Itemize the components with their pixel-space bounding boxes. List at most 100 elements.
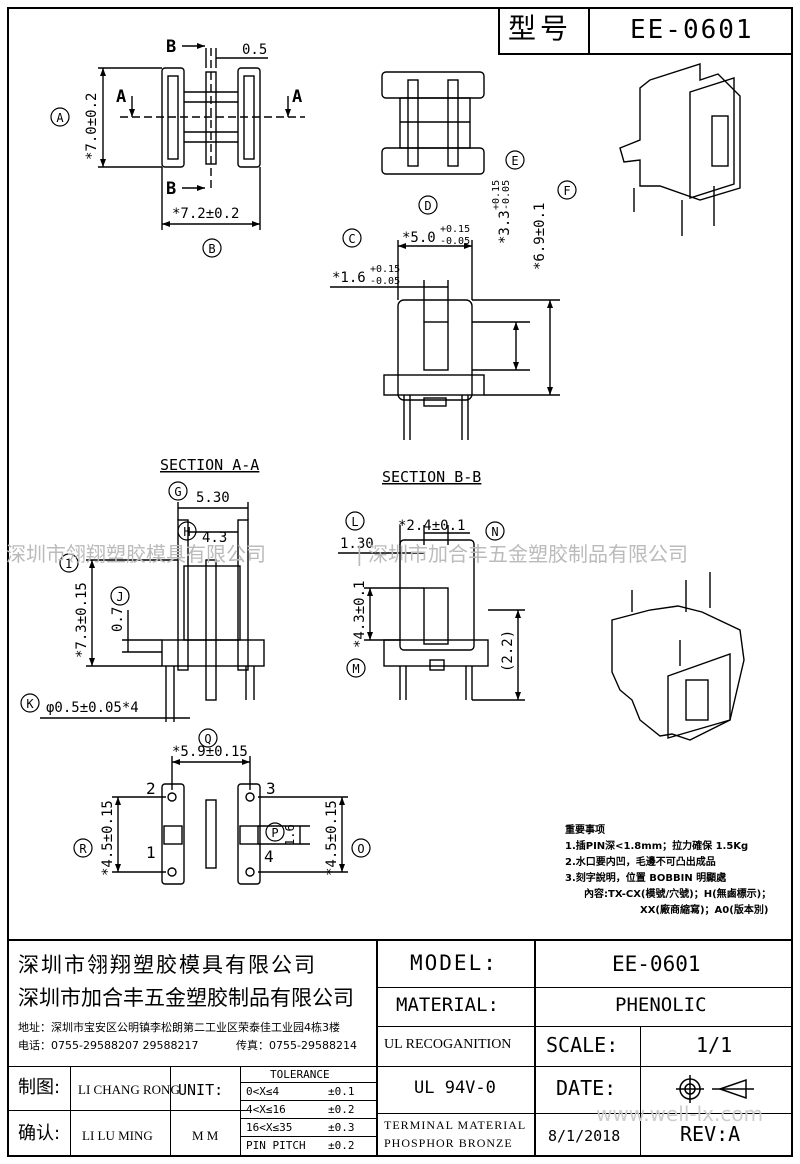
tb-scale-value: 1/1 bbox=[696, 1033, 733, 1057]
tb-rev-label: REV:A bbox=[680, 1122, 741, 1146]
dim-g: 5.30 bbox=[196, 490, 230, 506]
callout-h: H bbox=[183, 525, 190, 539]
section-aa-title: SECTION A-A bbox=[160, 456, 259, 474]
notes-line1: 1.插PIN深<1.8mm；拉力確保 1.5Kg bbox=[565, 841, 749, 852]
projection-symbol-icon bbox=[676, 1075, 754, 1103]
callout-e: E bbox=[511, 154, 518, 168]
dim-f: *6.9±0.1 bbox=[532, 203, 548, 270]
dim-d-tol-up: +0.15 bbox=[440, 224, 470, 235]
pin-2: 2 bbox=[146, 779, 156, 798]
watermark-left: 深圳市翎翔塑胶模具有限公司 bbox=[6, 542, 266, 566]
tb-drawn-by: LI CHANG RONG bbox=[78, 1082, 180, 1097]
tb-left-divider bbox=[376, 939, 378, 1157]
callout-o: O bbox=[357, 842, 364, 856]
iso-view-top bbox=[619, 63, 741, 201]
header-model: EE-0601 bbox=[630, 15, 754, 45]
callout-g: G bbox=[174, 485, 181, 499]
tb-tol-range-2: 16<X≤35 bbox=[246, 1121, 293, 1134]
dim-e-tol-up: +0.15 bbox=[491, 180, 502, 210]
tb-unit-value: M M bbox=[192, 1128, 219, 1143]
tb-ul-label: UL RECOGANITION bbox=[384, 1037, 512, 1052]
pin-1: 1 bbox=[146, 843, 156, 862]
callout-m: M bbox=[352, 662, 359, 676]
dim-k: φ0.5±0.05*4 bbox=[46, 700, 139, 716]
front-view-body bbox=[397, 299, 473, 401]
notes-line3: 3.刻字說明，位置 BOBBIN 明顯處 bbox=[565, 873, 727, 884]
callout-k: K bbox=[26, 697, 34, 711]
tb-phone: 电话：0755-29588207 29588217 bbox=[18, 1039, 199, 1052]
label-a-right: A bbox=[292, 87, 302, 107]
dim-q: *5.9±0.15 bbox=[172, 744, 248, 760]
callout-c: C bbox=[348, 232, 355, 246]
dim-i: *7.3±0.15 bbox=[74, 582, 90, 658]
tb-tol-range-3: PIN PITCH bbox=[246, 1139, 306, 1152]
tb-terminal-label2: PHOSPHOR BRONZE bbox=[384, 1136, 513, 1150]
tb-model-value: EE-0601 bbox=[612, 952, 701, 976]
tb-checked-by: LI LU MING bbox=[82, 1128, 153, 1143]
dim-c-tol-dn: -0.05 bbox=[370, 276, 400, 287]
technical-drawing: A B C D E F G H I J K L M N P Q R O B B … bbox=[20, 37, 745, 885]
dim-r: *4.5±0.15 bbox=[100, 800, 116, 876]
tb-right-divider bbox=[534, 939, 536, 1157]
tb-tol-val-3: ±0.2 bbox=[328, 1139, 355, 1152]
label-a-left: A bbox=[116, 87, 126, 107]
callout-b: B bbox=[208, 242, 215, 256]
outer-frame bbox=[7, 7, 793, 1157]
dim-o: *4.5±0.15 bbox=[324, 800, 340, 876]
tb-date-label: DATE: bbox=[556, 1076, 617, 1100]
tb-drawn-label: 制图: bbox=[18, 1077, 61, 1098]
pin-4: 4 bbox=[264, 847, 274, 866]
tb-material-label: MATERIAL: bbox=[396, 994, 499, 1016]
label-b-bottom: B bbox=[166, 179, 176, 199]
callout-r: R bbox=[79, 842, 87, 856]
callout-q: Q bbox=[204, 732, 211, 746]
dim-m: *4.3±0.1 bbox=[352, 581, 368, 648]
header-block bbox=[498, 7, 793, 55]
dim-n: *2.4±0.1 bbox=[398, 518, 465, 534]
tb-date-value: 8/1/2018 bbox=[548, 1127, 621, 1145]
tb-scale-label: SCALE: bbox=[546, 1033, 619, 1057]
tb-ul-value: UL 94V-0 bbox=[414, 1078, 496, 1098]
tb-tol-range-0: 0<X≤4 bbox=[246, 1085, 280, 1098]
callout-a: A bbox=[56, 111, 64, 125]
watermark-site: www.well-lx.com bbox=[596, 1102, 764, 1126]
tb-material-value: PHENOLIC bbox=[615, 994, 707, 1016]
dim-e-main: *3.3 bbox=[497, 210, 513, 244]
callout-l: L bbox=[351, 515, 358, 529]
callout-p: P bbox=[271, 826, 278, 840]
header-divider bbox=[588, 7, 590, 55]
dim-width: *7.2±0.2 bbox=[172, 206, 239, 222]
tb-checked-label: 确认: bbox=[18, 1123, 61, 1144]
callout-j: J bbox=[116, 590, 123, 604]
label-b-top: B bbox=[166, 37, 176, 57]
dim-h: 4.3 bbox=[202, 530, 227, 546]
tb-tol-val-1: ±0.2 bbox=[328, 1103, 355, 1116]
callout-f: F bbox=[563, 184, 570, 198]
tb-model-label: MODEL: bbox=[410, 951, 498, 975]
notes-line4: 內容:TX-CX(模號/穴號)；H(無鹵標示)； bbox=[584, 889, 772, 900]
tb-fax: 传真：0755-29588214 bbox=[236, 1039, 357, 1052]
callout-n: N bbox=[491, 525, 498, 539]
dim-height: *7.0±0.2 bbox=[84, 93, 100, 160]
dim-c-tol-up: +0.15 bbox=[370, 264, 400, 275]
section-bb-title: SECTION B-B bbox=[382, 468, 481, 486]
dim-j: 0.7 bbox=[110, 607, 126, 632]
notes-title: 重要事项 bbox=[565, 825, 605, 836]
dim-d-main: *5.0 bbox=[402, 230, 436, 246]
tb-tol-range-1: 4<X≤16 bbox=[246, 1103, 286, 1116]
notes-line2: 2.水口要内凹，毛邊不可凸出成品 bbox=[565, 857, 716, 868]
watermark-right: 深圳市加合丰五金塑胶制品有限公司 bbox=[368, 542, 688, 566]
dim-gap: 0.5 bbox=[242, 42, 267, 58]
tb-address: 地址：深圳市宝安区公明镇李松朗第二工业区荣泰佳工业园4栋3楼 bbox=[18, 1021, 340, 1034]
dim-c-main: *1.6 bbox=[332, 270, 366, 286]
dim-ref: (2.2) bbox=[500, 630, 516, 672]
dim-e-tol-dn: -0.05 bbox=[501, 180, 512, 210]
dim-l: 1.30 bbox=[340, 536, 374, 552]
notes-line5: XX(廠商縮寫)；A0(版本別) bbox=[640, 905, 769, 916]
tb-terminal-label1: TERMINAL MATERIAL bbox=[384, 1118, 527, 1132]
dim-d-tol-dn: -0.05 bbox=[440, 236, 470, 247]
tb-tol-val-0: ±0.1 bbox=[328, 1085, 355, 1098]
watermark-sep: | bbox=[356, 542, 363, 566]
type-label: 型号 bbox=[508, 12, 573, 45]
tb-company2: 深圳市加合丰五金塑胶制品有限公司 bbox=[18, 986, 354, 1010]
